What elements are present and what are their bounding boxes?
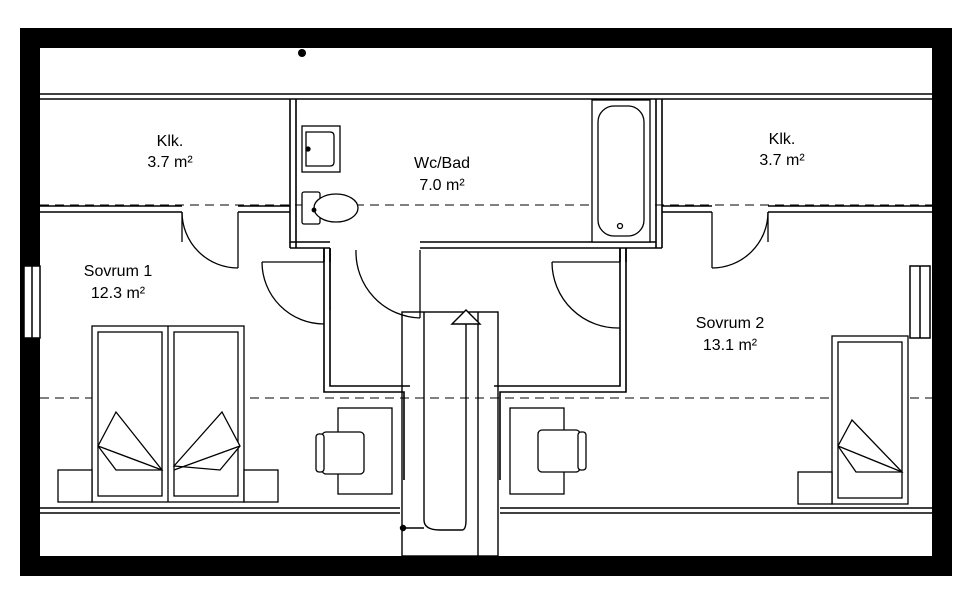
- outer-walls: [20, 28, 952, 576]
- bottom-knee-wall: [40, 507, 932, 514]
- room-name-sovrum-2: Sovrum 2: [696, 315, 765, 332]
- slope-lines: [40, 204, 932, 399]
- doors: [181, 211, 769, 329]
- top-knee-wall: [40, 93, 932, 100]
- window-left: [23, 265, 41, 339]
- bathtub: [591, 99, 651, 243]
- nightstands-left: [57, 469, 279, 503]
- single-bed: [797, 335, 909, 505]
- room-name-wc-bad: Wc/Bad: [414, 155, 470, 172]
- room-area-sovrum-1: 12.3 m²: [91, 285, 146, 302]
- desk-left: [315, 407, 393, 495]
- closet-walls: [40, 205, 932, 213]
- room-area-klk-right: 3.7 m²: [759, 152, 805, 169]
- room-area-klk-left: 3.7 m²: [147, 154, 193, 171]
- room-area-wc-bad: 7.0 m²: [419, 177, 465, 194]
- room-name-klk-left: Klk.: [157, 133, 184, 150]
- desk-right: [509, 407, 587, 495]
- staircase: [399, 309, 499, 557]
- room-name-klk-right: Klk.: [769, 131, 796, 148]
- room-area-sovrum-2: 13.1 m²: [703, 337, 758, 354]
- window-right: [909, 265, 931, 339]
- sink: [301, 125, 341, 173]
- toilet: [301, 191, 359, 225]
- room-name-sovrum-1: Sovrum 1: [84, 263, 153, 280]
- double-bed: [91, 325, 245, 503]
- lamp-dot: [298, 49, 306, 57]
